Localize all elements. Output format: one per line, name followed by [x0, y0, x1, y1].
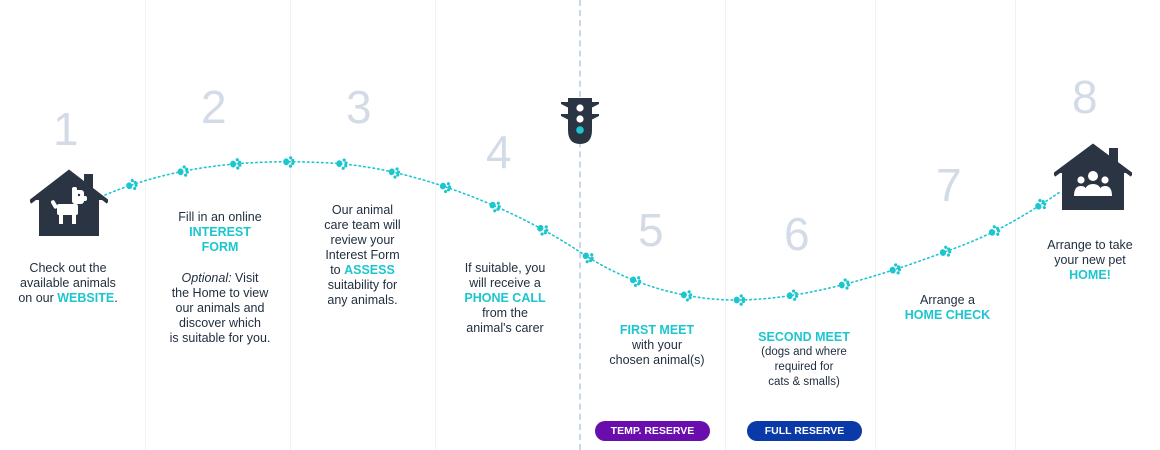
- text-line: your new pet: [1054, 253, 1126, 267]
- text-line: HOME!: [1025, 268, 1155, 283]
- paw-icon: [785, 288, 799, 302]
- text-line: Arrange to take: [1047, 238, 1133, 252]
- paw-icon: [283, 156, 295, 168]
- paw-icon: [733, 294, 746, 306]
- paw-icon: [986, 223, 1002, 240]
- text-line: Check out the: [29, 261, 107, 275]
- traffic-light-icon: [561, 98, 599, 144]
- paw-icon: [229, 157, 242, 171]
- phone-call-highlight: PHONE CALL: [464, 291, 546, 305]
- text-fragment: !: [1106, 268, 1111, 282]
- step-1-description: Check out the available animals on our W…: [6, 261, 130, 306]
- text-fragment: on our: [18, 291, 58, 305]
- text-line: the Home to view: [171, 286, 269, 300]
- text-line: (dogs and where: [761, 346, 847, 358]
- paw-icon: [1032, 197, 1049, 213]
- text-line: required for: [774, 361, 834, 373]
- text-line: care team will: [324, 218, 401, 232]
- assess-highlight: ASSESS: [344, 263, 395, 277]
- text-line: any animals.: [327, 293, 398, 307]
- column-divider: [725, 0, 726, 450]
- paw-icon: [438, 179, 453, 195]
- home-highlight: HOME: [1069, 268, 1107, 282]
- home-check-highlight: HOME CHECK: [904, 308, 991, 322]
- paw-icon: [335, 157, 348, 171]
- text-line: to ASSESS: [300, 263, 425, 278]
- step-2-description: Fill in an online INTEREST FORM Optional…: [155, 210, 285, 346]
- text-line: cats & smalls): [768, 376, 840, 388]
- text-line: will receive a: [469, 276, 541, 290]
- step-7-number: 7: [936, 159, 962, 211]
- text-fragment: Visit: [231, 271, 259, 285]
- step-3-description: Our animal care team will review your In…: [300, 203, 425, 308]
- step-4-number: 4: [486, 126, 512, 178]
- second-meet-highlight: SECOND MEET: [758, 330, 850, 344]
- text-fragment: .: [114, 291, 118, 305]
- full-reserve-badge: FULL RESERVE: [747, 421, 862, 441]
- step-4-description: If suitable, you will receive a PHONE CA…: [443, 261, 567, 336]
- text-line: animal's carer: [466, 321, 544, 335]
- text-line: chosen animal(s): [609, 353, 705, 367]
- dotted-trail-line: [104, 160, 1061, 301]
- step-8-number: 8: [1072, 71, 1098, 123]
- text-line: available animals: [20, 276, 116, 290]
- text-line: is suitable for you.: [169, 331, 271, 345]
- first-meet-highlight: FIRST MEET: [619, 323, 695, 337]
- paw-icon: [837, 277, 852, 292]
- text-line: discover which: [179, 316, 261, 330]
- house-dog-icon: [30, 169, 108, 236]
- paw-icon: [628, 273, 643, 289]
- step-2-number: 2: [201, 81, 227, 133]
- paw-icon: [124, 177, 139, 193]
- temp-reserve-badge: TEMP. RESERVE: [595, 421, 710, 441]
- text-line: our animals and: [175, 301, 265, 315]
- step-6-number: 6: [784, 208, 810, 260]
- text-line: Arrange a: [920, 293, 975, 307]
- interest-form-link[interactable]: INTEREST: [189, 225, 251, 239]
- step-3-number: 3: [346, 81, 372, 133]
- step-1-number: 1: [53, 103, 79, 155]
- column-divider: [290, 0, 291, 450]
- text-line: suitability for: [327, 278, 398, 292]
- step-5-number: 5: [638, 204, 664, 256]
- text-line: with your: [631, 338, 683, 352]
- column-divider: [145, 0, 146, 450]
- paw-icon: [888, 262, 903, 277]
- paw-icon: [679, 288, 694, 303]
- paw-icon: [176, 164, 190, 179]
- interest-form-link[interactable]: FORM: [201, 240, 239, 254]
- text-line: from the: [482, 306, 528, 320]
- text-line: Interest Form: [325, 248, 400, 262]
- step-5-description: FIRST MEET with your chosen animal(s): [592, 323, 722, 368]
- column-divider: [875, 0, 876, 450]
- text-fragment: to: [330, 263, 345, 277]
- paw-icon: [487, 198, 503, 214]
- optional-label: Optional:: [181, 271, 232, 285]
- text-line: Optional: Visit: [155, 271, 285, 286]
- text-line: If suitable, you: [464, 261, 546, 275]
- spacer: [155, 255, 285, 271]
- step-6-description: SECOND MEET (dogs and where required for…: [738, 330, 870, 390]
- step-7-description: Arrange a HOME CHECK: [885, 293, 1010, 323]
- text-line: Our animal: [331, 203, 394, 217]
- text-line: review your: [330, 233, 395, 247]
- paw-icon: [387, 165, 401, 180]
- step-8-description: Arrange to take your new pet HOME!: [1025, 238, 1155, 283]
- website-link[interactable]: WEBSITE: [57, 291, 115, 305]
- paw-icon: [580, 249, 596, 266]
- column-divider: [435, 0, 436, 450]
- column-divider: [1015, 0, 1016, 450]
- reserve-divider-dashed: [579, 0, 581, 450]
- paw-icon: [534, 221, 551, 238]
- house-family-icon: [1054, 143, 1132, 210]
- text-line: on our WEBSITE.: [6, 291, 130, 306]
- text-line: Fill in an online: [178, 210, 262, 224]
- paw-icon: [938, 244, 953, 260]
